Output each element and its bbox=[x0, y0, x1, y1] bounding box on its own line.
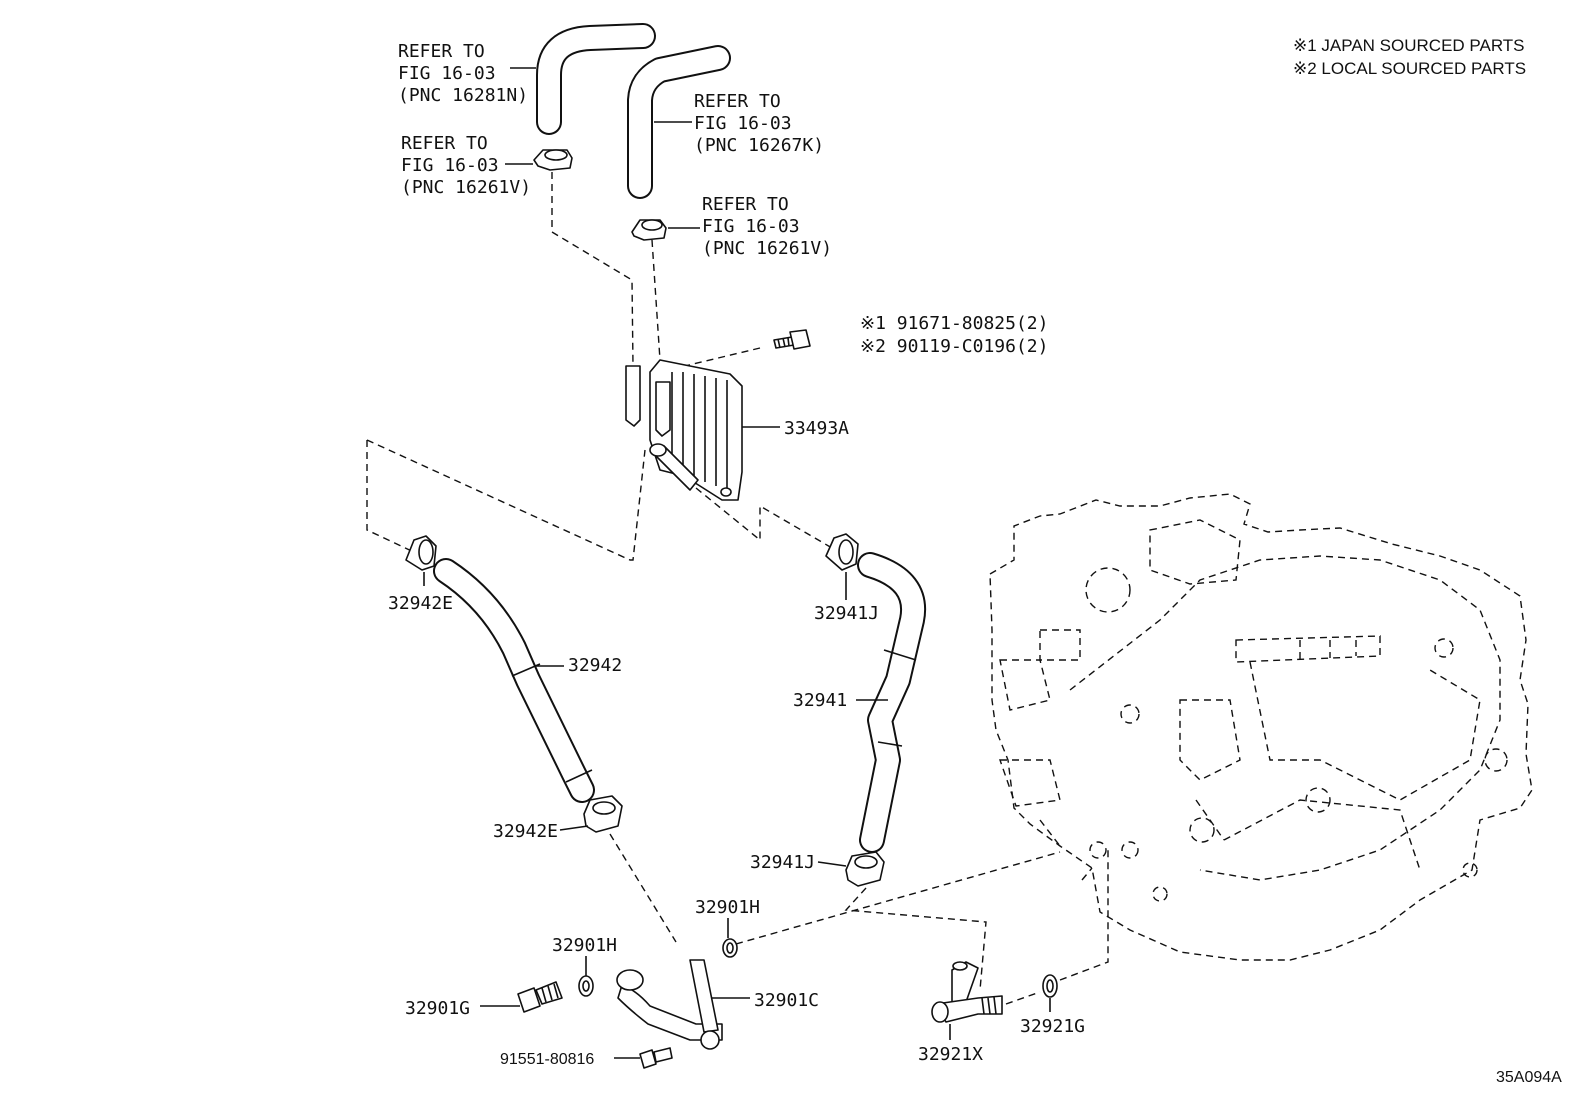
label-32901g: 32901G bbox=[405, 998, 470, 1019]
label-32901c: 32901C bbox=[754, 990, 819, 1011]
label-32941j-bottom: 32941J bbox=[750, 852, 815, 873]
bolt-label-local: ※2 90119-C0196(2) bbox=[860, 336, 1048, 357]
hose-16267k bbox=[627, 45, 731, 199]
oil-pipe-32901c bbox=[616, 959, 723, 1050]
hose-32941 bbox=[857, 552, 927, 853]
svg-text:(PNC 16281N): (PNC 16281N) bbox=[398, 85, 528, 106]
clamp-32941j-bottom bbox=[845, 851, 885, 887]
ref-16281n: REFER TO FIG 16-03 (PNC 16281N) bbox=[398, 41, 536, 106]
ref-16267k: REFER TO FIG 16-03 (PNC 16267K) bbox=[654, 91, 824, 156]
clamp-16261v-left bbox=[533, 149, 573, 171]
label-33493a: 33493A bbox=[784, 418, 849, 439]
ref-16261v-right: REFER TO FIG 16-03 (PNC 16261V) bbox=[668, 194, 832, 259]
label-32901h-left: 32901H bbox=[552, 935, 617, 956]
clamp-32942e-top bbox=[405, 535, 437, 571]
svg-text:FIG 16-03: FIG 16-03 bbox=[401, 155, 499, 176]
ref-16261v-left: REFER TO FIG 16-03 (PNC 16261V) bbox=[401, 133, 533, 198]
svg-text:(PNC 16261V): (PNC 16261V) bbox=[702, 238, 832, 259]
clamp-32941j-top bbox=[825, 533, 859, 571]
svg-text:REFER TO: REFER TO bbox=[702, 194, 789, 215]
hose-16281n bbox=[536, 23, 656, 135]
svg-text:(PNC 16261V): (PNC 16261V) bbox=[401, 177, 531, 198]
svg-text:FIG 16-03: FIG 16-03 bbox=[702, 216, 800, 237]
washer-32901h-right bbox=[722, 938, 738, 958]
connector-32921x bbox=[931, 961, 1003, 1023]
label-32941: 32941 bbox=[793, 690, 847, 711]
svg-text:FIG 16-03: FIG 16-03 bbox=[694, 113, 792, 134]
label-32921x: 32921X bbox=[918, 1044, 983, 1065]
svg-text:REFER TO: REFER TO bbox=[694, 91, 781, 112]
bolt-91551 bbox=[639, 1047, 673, 1069]
o-ring-32921g bbox=[1042, 974, 1058, 998]
label-32901h-right: 32901H bbox=[695, 897, 760, 918]
label-32921g: 32921G bbox=[1020, 1016, 1085, 1037]
clamp-32942e-bottom bbox=[583, 795, 623, 833]
label-32942e-top: 32942E bbox=[388, 593, 453, 614]
transaxle-housing bbox=[989, 493, 1533, 961]
svg-text:REFER TO: REFER TO bbox=[398, 41, 485, 62]
label-91551-80816: 91551-80816 bbox=[500, 1051, 594, 1068]
bolt-label-japan: ※1 91671-80825(2) bbox=[860, 313, 1048, 334]
label-32942: 32942 bbox=[568, 655, 622, 676]
union-bolt-32901g bbox=[517, 981, 563, 1013]
note-local-sourced: ※2 LOCAL SOURCED PARTS bbox=[1293, 59, 1526, 78]
svg-text:FIG 16-03: FIG 16-03 bbox=[398, 63, 496, 84]
cooler-bolt bbox=[773, 329, 811, 350]
label-32941j-top: 32941J bbox=[814, 603, 879, 624]
clamp-16261v-right bbox=[631, 219, 667, 241]
diagram-code: 35A094A bbox=[1496, 1069, 1562, 1086]
label-32942e-bottom: 32942E bbox=[493, 821, 558, 842]
svg-text:REFER TO: REFER TO bbox=[401, 133, 488, 154]
hose-32942 bbox=[433, 558, 595, 803]
oil-cooler-33493a bbox=[625, 359, 743, 501]
svg-text:(PNC 16267K): (PNC 16267K) bbox=[694, 135, 824, 156]
note-japan-sourced: ※1 JAPAN SOURCED PARTS bbox=[1293, 36, 1525, 55]
washer-32901h-left bbox=[578, 975, 594, 997]
